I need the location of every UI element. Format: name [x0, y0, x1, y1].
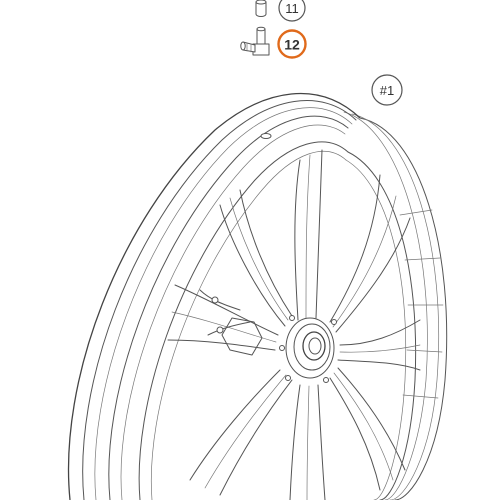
callout-assembly-ring — [371, 74, 403, 106]
wheel-spokes[interactable] — [167, 149, 421, 500]
angled-tire-valve-icon[interactable] — [240, 26, 270, 56]
spacer-sleeve-icon[interactable] — [255, 0, 267, 17]
wheel-rim[interactable] — [67, 92, 448, 500]
callout-12[interactable]: 12 — [277, 29, 307, 59]
callout-assembly[interactable]: #1 — [371, 74, 403, 106]
callout-assembly-label: #1 — [380, 83, 394, 98]
wheel-hub[interactable] — [279, 315, 337, 383]
callout-11[interactable]: 11 — [278, 0, 306, 22]
callout-12-ring — [277, 29, 307, 59]
callout-12-label: 12 — [284, 37, 300, 53]
callout-11-label: 11 — [285, 1, 299, 16]
callout-11-ring — [278, 0, 306, 22]
